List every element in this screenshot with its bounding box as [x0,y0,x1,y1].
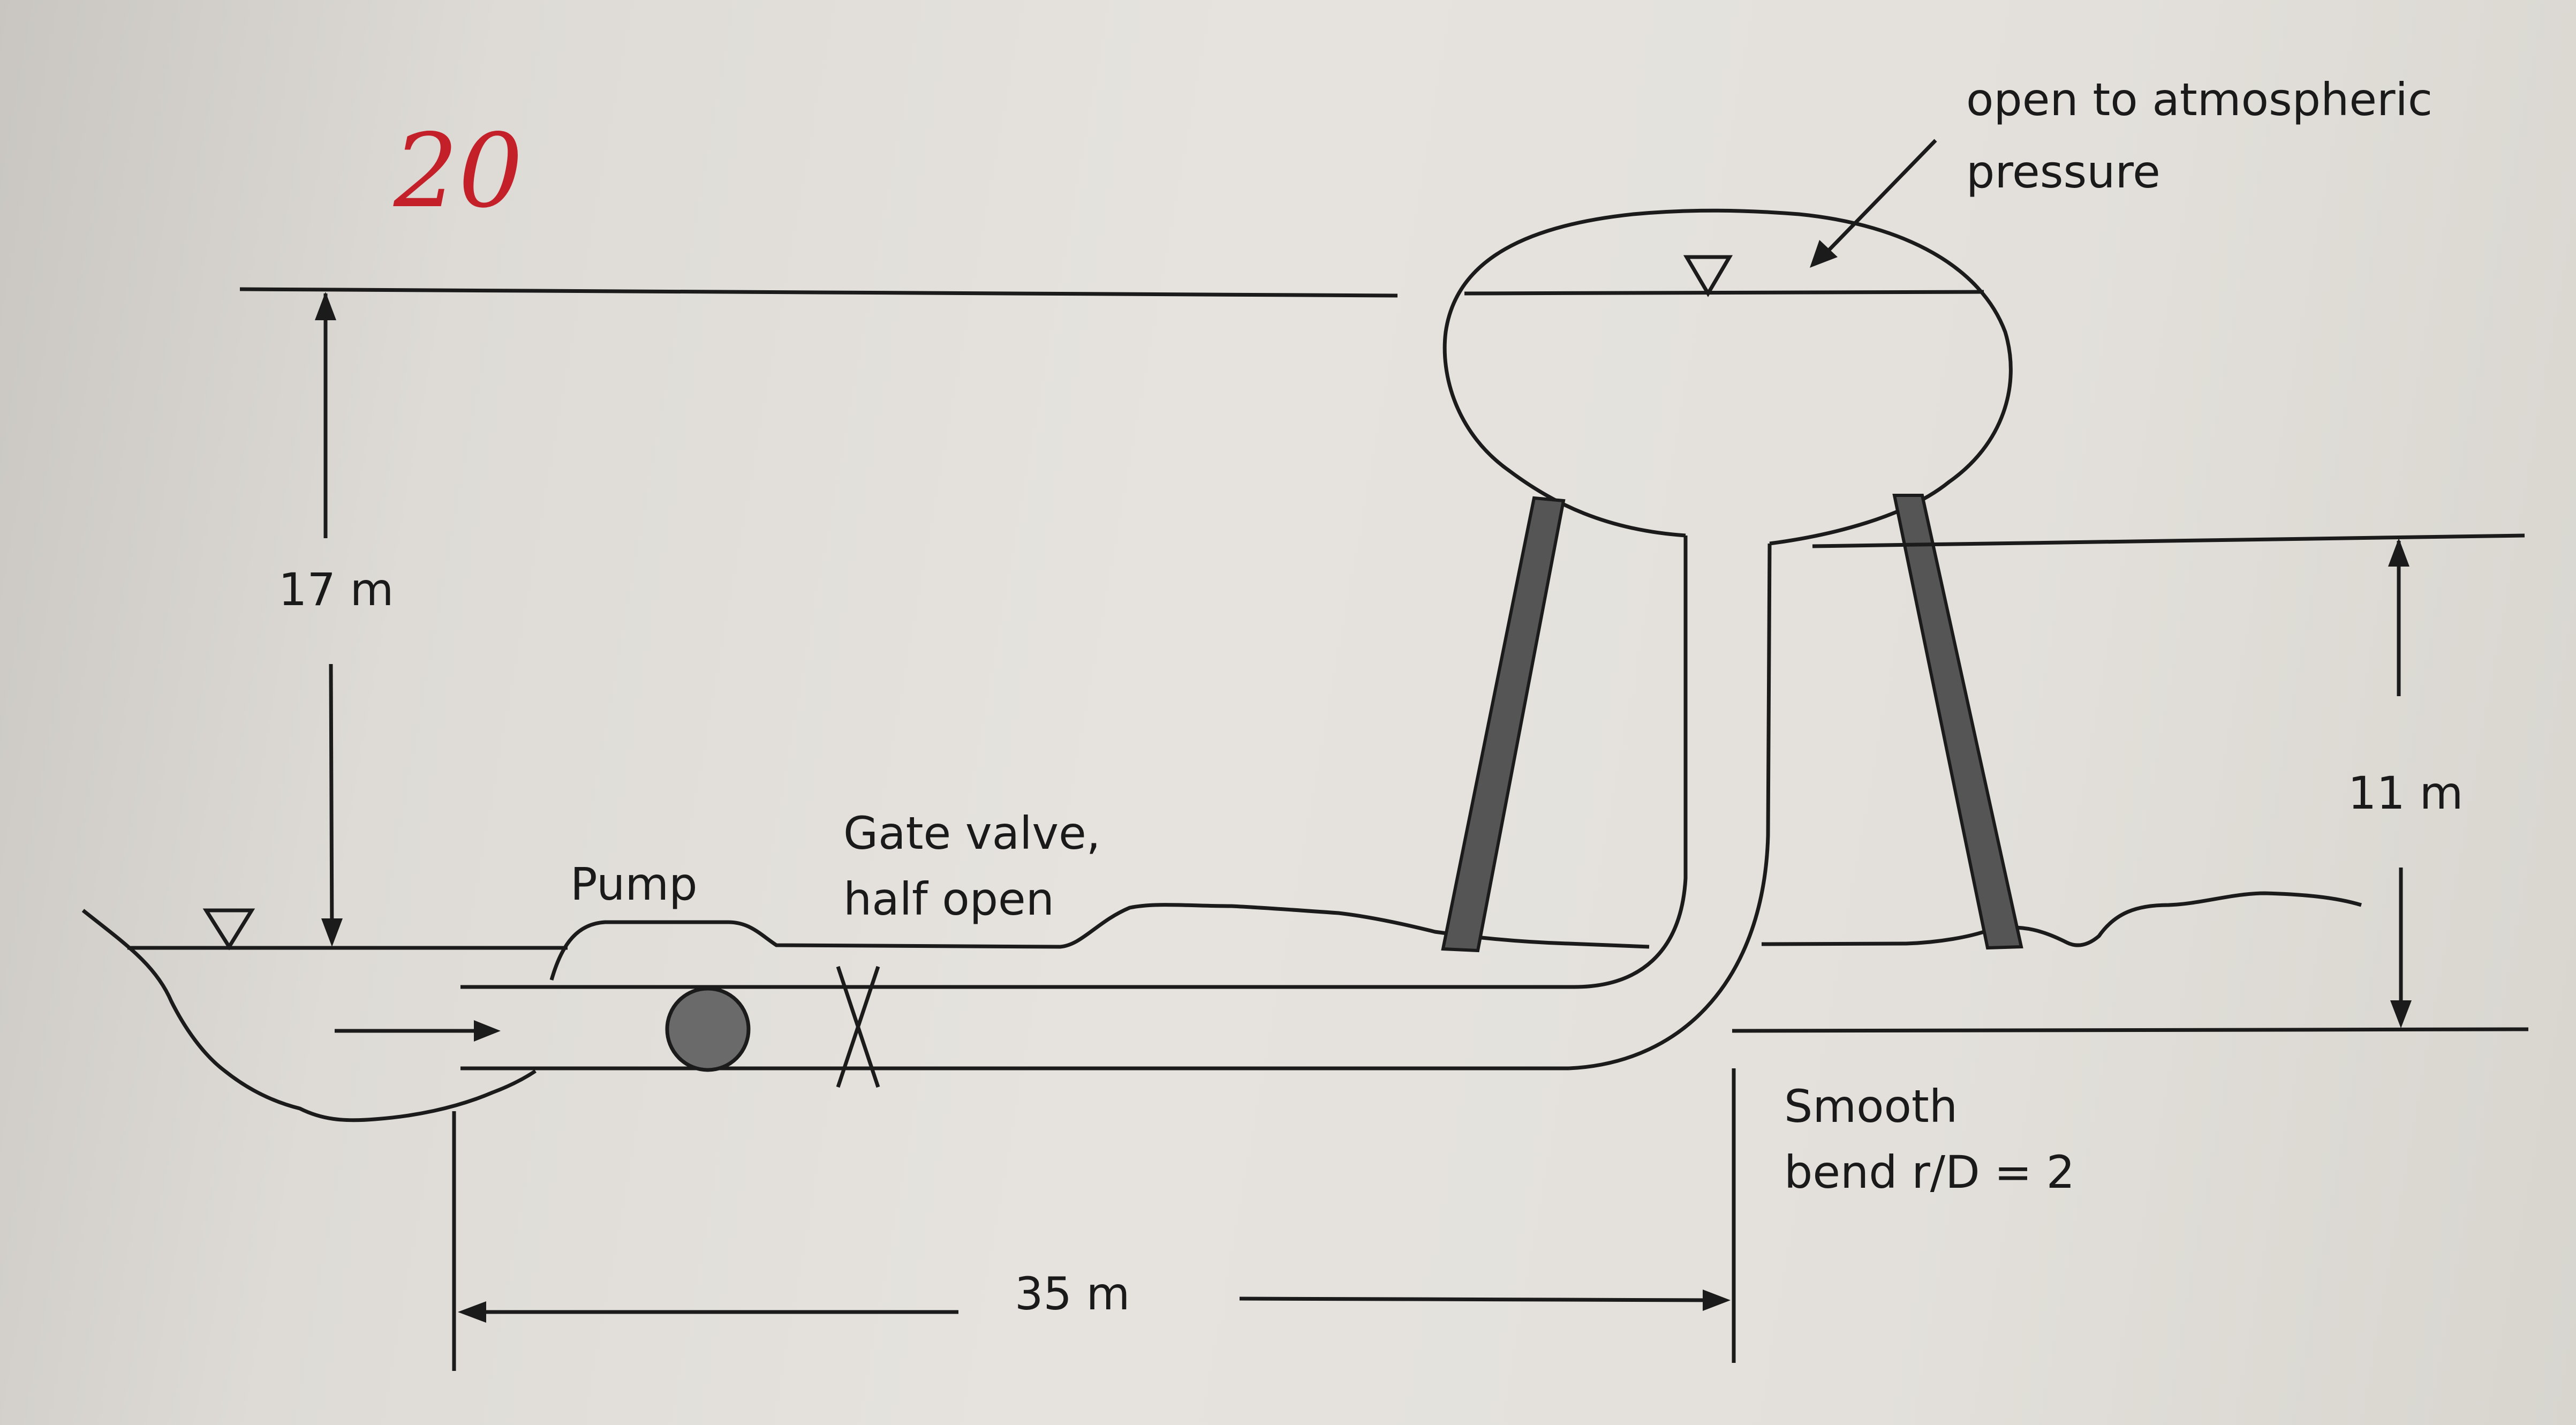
pump-circle-icon [665,986,751,1072]
length-35m-dimension [452,1068,1736,1371]
height-11m-dimension [2388,538,2412,1028]
valve-label-line2: half open [843,873,1054,925]
pump-label: Pump [570,858,698,910]
upper-level-line [239,287,1398,298]
tank-leg-right [1892,494,2023,950]
gate-valve-x-icon [836,966,880,1088]
tank-note-pointer-arrow [1810,139,1937,268]
handwritten-problem-number: 20 [393,112,523,230]
valve-label-line1: Gate valve, [843,807,1101,859]
pipe-axis-reference-line [1732,1027,2529,1033]
bend-label-line2: bend r/D = 2 [1784,1146,2075,1198]
lower-reservoir [81,909,568,1122]
height-17m-dimension [315,292,343,947]
water-level-triangle-icon [202,908,255,951]
ground-line [549,903,1650,981]
bend-inner [1574,536,1688,989]
tank-note-line1: open to atmospheric [1966,73,2433,126]
bend-outer [1568,543,1772,1070]
tank-bottom-reference-line [1812,533,2525,548]
tank-water-level-triangle-icon [1683,255,1733,297]
length-35m-label: 35 m [1015,1268,1130,1320]
height-17m-label: 17 m [278,563,394,616]
tank-leg-left [1441,496,1566,953]
elevated-tank [1442,208,2013,546]
bend-label-line1: Smooth [1784,1080,1958,1133]
ground-line-right [1761,891,2362,947]
tank-note-line2: pressure [1966,146,2160,198]
height-11m-label: 11 m [2348,767,2463,819]
